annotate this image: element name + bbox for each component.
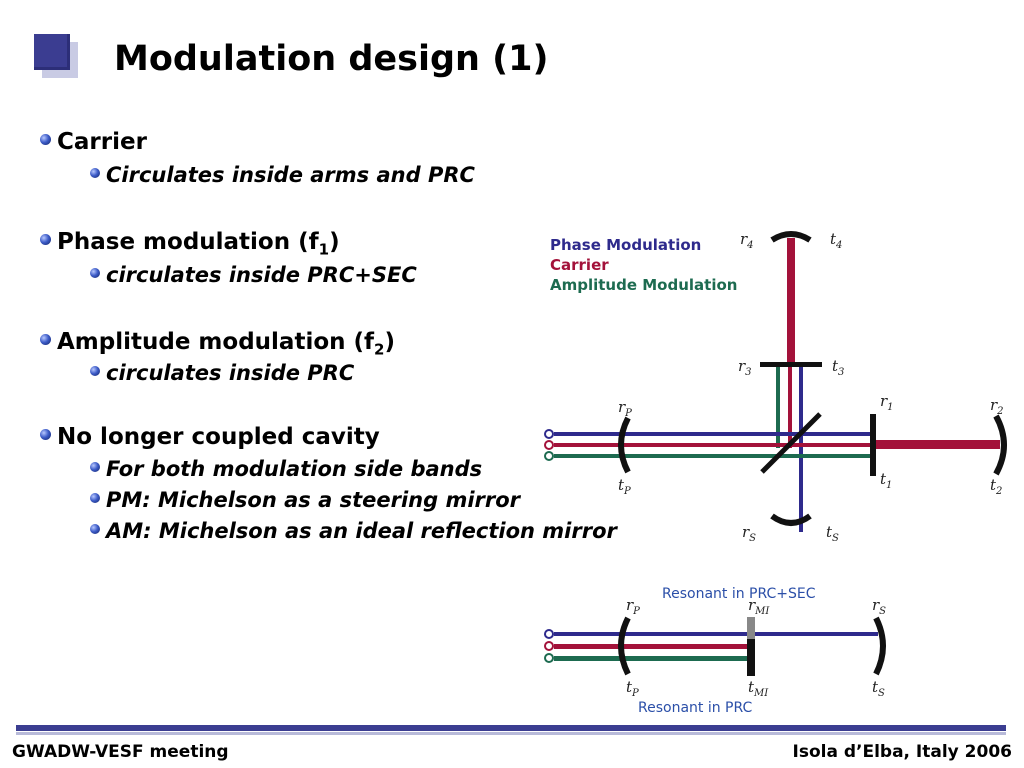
bottom-label-rP: rP <box>626 596 640 617</box>
label-r2: r2 <box>990 396 1004 417</box>
label-t1: t1 <box>880 470 892 491</box>
bullet-icon <box>40 334 51 345</box>
bottom-carrier-beam <box>554 644 750 649</box>
legend-phase-modulation: Phase Modulation <box>550 236 701 254</box>
label-tP: tP <box>618 476 631 497</box>
bottom-mirror-rS <box>873 616 886 676</box>
bullet-no-longer-coupled: No longer coupled cavity <box>40 423 380 451</box>
footer-bar-dark <box>16 725 1006 731</box>
mirror-rP <box>618 416 631 474</box>
bullet-icon <box>40 429 51 440</box>
input-amplitude-beam <box>554 454 872 458</box>
mirror-r2 <box>993 414 1007 476</box>
sub-bullet-coupled-3: AM: Michelson as an ideal reflection mir… <box>90 518 617 544</box>
bottom-label-rMI: rMI <box>748 596 770 617</box>
sub-bullet-amplitude-1: circulates inside PRC <box>90 360 354 386</box>
input-carrier-port <box>544 440 554 450</box>
north-arm-carrier-beam <box>787 238 795 366</box>
mirror-r4 <box>770 231 812 243</box>
bullet-icon <box>90 268 100 278</box>
label-t2: t2 <box>990 476 1002 497</box>
south-phase-beam <box>799 440 803 532</box>
footer-right: Isola d’Elba, Italy 2006 <box>792 742 1013 762</box>
label-r1: r1 <box>880 392 894 413</box>
caption-resonant-prc: Resonant in PRC <box>638 700 753 716</box>
bullet-amplitude-modulation: Amplitude modulation (f2) <box>40 328 395 364</box>
sub-bullet-coupled-2: PM: Michelson as a steering mirror <box>90 487 520 513</box>
input-phase-port <box>544 429 554 439</box>
north-phase-beam <box>799 366 803 448</box>
bottom-label-tS: tS <box>872 678 885 699</box>
legend-carrier: Carrier <box>550 256 609 274</box>
label-r3: r3 <box>738 357 752 378</box>
sub-bullet-phase-1: circulates inside PRC+SEC <box>90 262 417 288</box>
label-tS: tS <box>826 523 839 544</box>
caption-resonant-prc-sec: Resonant in PRC+SEC <box>662 586 816 602</box>
north-amplitude-beam <box>776 366 780 448</box>
east-arm-carrier-beam <box>872 440 1000 449</box>
input-amplitude-port <box>544 451 554 461</box>
bullet-icon <box>90 462 100 472</box>
bottom-amplitude-beam <box>554 656 750 661</box>
footer-bar-light <box>16 732 1006 735</box>
input-phase-beam <box>554 432 872 436</box>
bullet-icon <box>90 168 100 178</box>
bottom-label-rS: rS <box>872 596 886 617</box>
bottom-amplitude-port <box>544 653 554 663</box>
mirror-r1 <box>870 414 876 476</box>
title-square-icon <box>34 34 78 78</box>
label-t4: t4 <box>830 230 842 251</box>
slide-title: Modulation design (1) <box>114 39 549 79</box>
bottom-mirror-rMI-gray <box>747 617 755 639</box>
sub-bullet-coupled-1: For both modulation side bands <box>90 456 482 482</box>
legend-amplitude-modulation: Amplitude Modulation <box>550 276 737 294</box>
footer-left: GWADW-VESF meeting <box>12 742 229 762</box>
bottom-carrier-port <box>544 641 554 651</box>
label-r4: r4 <box>740 230 754 251</box>
top-interferometer-diagram: Phase Modulation Carrier Amplitude Modul… <box>544 230 1007 544</box>
bottom-mirror-rP <box>618 616 631 676</box>
bottom-label-tMI: tMI <box>748 678 769 699</box>
label-rS: rS <box>742 523 756 544</box>
bottom-mirror-rMI <box>747 639 755 676</box>
north-carrier-beam <box>788 366 792 448</box>
bottom-label-tP: tP <box>626 678 639 699</box>
mirror-r3 <box>760 362 822 367</box>
bottom-equivalent-cavity-diagram: Resonant in PRC+SEC Resonant in PRC rP t… <box>544 586 886 716</box>
bullet-icon <box>90 366 100 376</box>
bullet-phase-modulation: Phase modulation (f1) <box>40 228 340 264</box>
bullet-carrier: Carrier <box>40 128 147 156</box>
bottom-phase-beam <box>554 632 878 636</box>
label-t3: t3 <box>832 357 844 378</box>
bullet-icon <box>40 234 51 245</box>
sub-bullet-carrier-1: Circulates inside arms and PRC <box>90 162 475 188</box>
bottom-phase-port <box>544 629 554 639</box>
bullet-icon <box>90 524 100 534</box>
bullet-icon <box>40 134 51 145</box>
input-carrier-beam <box>554 443 872 447</box>
mirror-rS <box>770 513 812 526</box>
label-rP: rP <box>618 398 632 419</box>
beam-splitter <box>760 412 822 474</box>
bullet-icon <box>90 493 100 503</box>
